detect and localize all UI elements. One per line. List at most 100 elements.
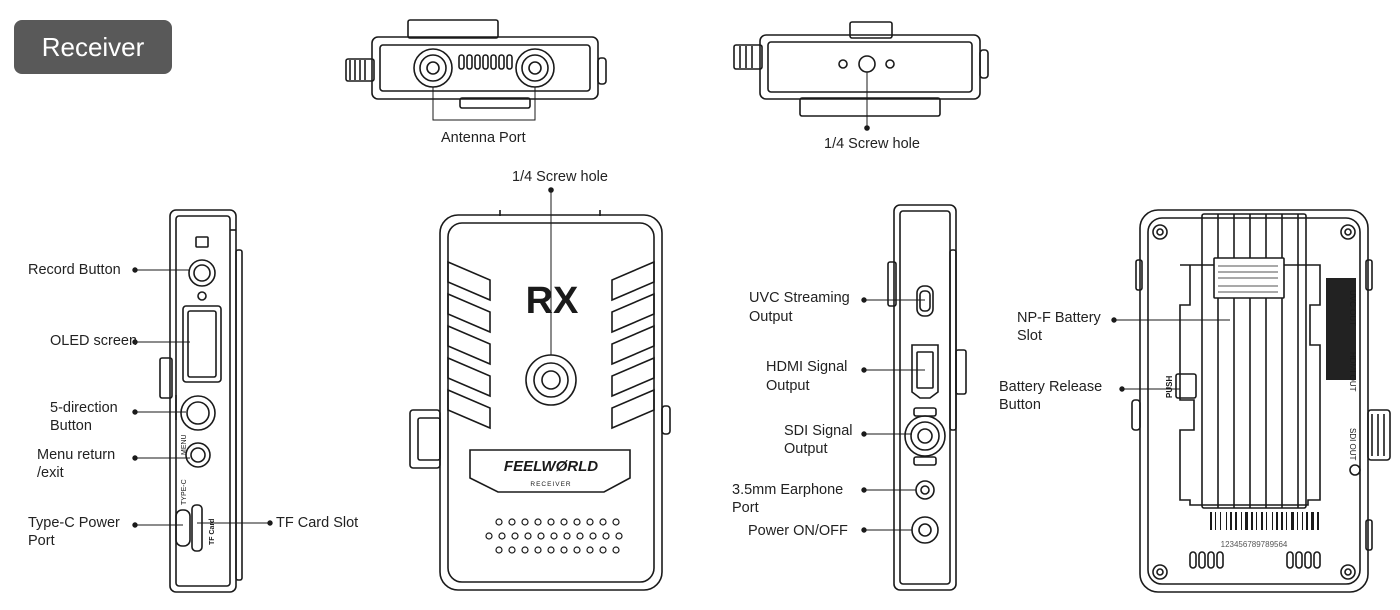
barcode-bar — [1276, 512, 1278, 530]
label-typec-power-1: Type-C Power — [28, 515, 120, 531]
vent-dot — [495, 546, 503, 554]
label-oled-screen: OLED screen — [50, 333, 138, 349]
label-hdmi-2: Output — [766, 378, 810, 394]
side-view-left — [159, 209, 243, 593]
barcode-bar — [1251, 512, 1253, 530]
vent-dot — [599, 518, 607, 526]
vent-dot — [550, 532, 558, 540]
vent-dot — [511, 532, 519, 540]
barcode-bar — [1266, 512, 1267, 530]
barcode-bar — [1297, 512, 1298, 530]
vent-slots-top — [458, 54, 513, 70]
barcode-bar — [1281, 512, 1283, 530]
antenna-connector-right — [515, 48, 555, 88]
barcode-bar — [1210, 512, 1212, 530]
vent-dot — [560, 518, 568, 526]
vent-dot — [602, 532, 610, 540]
screw-mount — [525, 187, 577, 406]
barcode-bar — [1245, 512, 1248, 530]
label-earphone-2: Port — [732, 500, 759, 516]
vent-dot — [537, 532, 545, 540]
vent-dot — [586, 518, 594, 526]
label-five-direction-2: Button — [50, 418, 92, 434]
barcode-bar — [1226, 512, 1227, 530]
barcode-bar — [1256, 512, 1257, 530]
vent-dot — [508, 546, 516, 554]
vent-dot — [495, 518, 503, 526]
barcode-bar — [1261, 512, 1263, 530]
vent-dot — [521, 518, 529, 526]
barcode-bar — [1306, 512, 1308, 530]
label-hdmi-1: HDMI Signal — [766, 359, 848, 375]
leaders-right — [861, 297, 925, 533]
vent-dot — [560, 546, 568, 554]
label-power: Power ON/OFF — [748, 523, 848, 539]
vent-dot — [534, 546, 542, 554]
uvc-out-marking: UVC OUT — [1348, 290, 1357, 326]
label-typec-power-2: Port — [28, 533, 55, 549]
vent-dot — [612, 546, 620, 554]
barcode-bar — [1235, 512, 1237, 530]
leaders-left — [132, 267, 273, 528]
barcode-bar — [1291, 512, 1294, 530]
barcode-bar — [1215, 512, 1216, 530]
vent-dot — [573, 518, 581, 526]
barcode-bar — [1311, 512, 1314, 530]
vent-dot — [599, 546, 607, 554]
barcode-bar — [1230, 512, 1232, 530]
barcode-bar — [1302, 512, 1303, 530]
back-view — [1131, 209, 1391, 593]
vent-dot — [508, 518, 516, 526]
receiver-badge: Receiver — [14, 20, 172, 74]
left-ribs — [447, 260, 491, 430]
right-ribs — [611, 260, 655, 430]
thumb-screw-left — [345, 58, 375, 82]
brand-subtitle: RECEIVER — [530, 481, 571, 488]
label-menu-return-1: Menu return — [37, 447, 116, 463]
label-screw-hole-front: 1/4 Screw hole — [512, 169, 608, 185]
vent-dot — [589, 532, 597, 540]
label-npf-1: NP-F Battery — [1017, 310, 1101, 326]
antenna-connector-left — [413, 48, 453, 88]
label-earphone-1: 3.5mm Earphone — [732, 482, 844, 498]
label-uvc-1: UVC Streaming — [749, 290, 850, 306]
leaders-back — [1111, 317, 1230, 392]
barcode-bar — [1317, 512, 1319, 530]
barcode — [1210, 512, 1319, 530]
typec-marking: TYPE-C — [181, 479, 188, 505]
sdi-out-marking: SDI OUT — [1348, 428, 1357, 461]
vent-dot — [521, 546, 529, 554]
vent-dot — [563, 532, 571, 540]
label-npf-2: Slot — [1017, 328, 1042, 344]
label-screw-hole-top: 1/4 Screw hole — [824, 136, 920, 152]
front-view — [409, 187, 671, 591]
barcode-bar — [1272, 512, 1273, 530]
vent-dot — [586, 546, 594, 554]
barcode-bar — [1241, 512, 1242, 530]
vent-dot — [573, 546, 581, 554]
label-tf-card-slot: TF Card Slot — [276, 515, 359, 531]
barcode-bar — [1286, 512, 1287, 530]
label-release-2: Button — [999, 397, 1041, 413]
barcode-bar — [1220, 512, 1221, 530]
vent-dot — [534, 518, 542, 526]
antenna-port-leader — [432, 87, 536, 121]
top-view-screw — [733, 21, 989, 131]
battery-slot — [1179, 213, 1321, 509]
label-release-1: Battery Release — [999, 379, 1103, 395]
label-record-button: Record Button — [28, 262, 121, 278]
side-view-right — [887, 204, 967, 591]
label-sdi-1: SDI Signal — [784, 423, 853, 439]
menu-marking: MENU — [181, 434, 188, 455]
vent-dot — [615, 532, 623, 540]
label-menu-return-2: /exit — [37, 465, 64, 481]
label-antenna-port: Antenna Port — [441, 130, 526, 146]
top-view-antenna — [345, 19, 607, 121]
vent-dot — [498, 532, 506, 540]
label-five-direction-1: 5-direction — [50, 400, 118, 416]
serial-number: 123456789789564 — [1221, 540, 1288, 549]
push-marking: PUSH — [1165, 376, 1174, 398]
rx-logo: RX — [526, 280, 579, 322]
vent-dot — [485, 532, 493, 540]
